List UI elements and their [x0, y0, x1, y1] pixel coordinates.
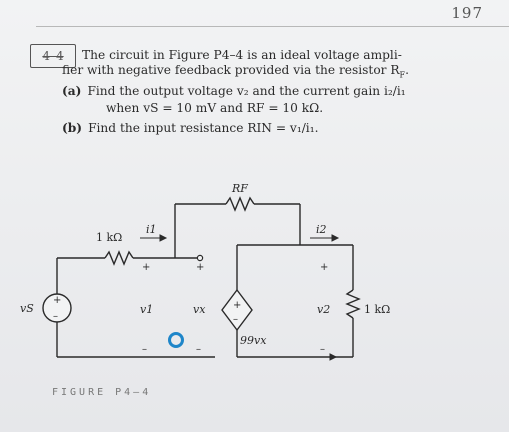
problem-label: 4–4: [42, 49, 64, 63]
vs-minus-sign: –: [53, 311, 58, 322]
header-rule: [36, 26, 509, 27]
vs-label: vS: [20, 302, 34, 315]
page-number: 197: [451, 4, 483, 22]
v2-label: v2: [317, 303, 330, 316]
part-a-line-2: when vS = 10 mV and RF = 10 kΩ.: [106, 101, 324, 115]
dep-minus-sign: –: [233, 314, 238, 325]
rf-label: RF: [231, 182, 248, 195]
i2-label: i2: [316, 223, 327, 236]
i1-label: i1: [146, 223, 157, 236]
part-b-text: Find the input resistance RIN = v₁/i₁.: [88, 121, 319, 135]
blue-ring-marker-icon: [168, 332, 184, 348]
problem-line-1: The circuit in Figure P4–4 is an ideal v…: [82, 48, 402, 62]
terminal-icon: [196, 254, 204, 262]
problem-line-2-text: fier with negative feedback provided via…: [62, 63, 400, 77]
vx-label: vx: [193, 303, 206, 316]
v2-plus-sign: +: [320, 262, 328, 273]
part-a-line-1: (a) Find the output voltage v₂ and the cu…: [62, 84, 406, 99]
circuit-wires: [56, 196, 361, 358]
vx-minus-sign: –: [196, 344, 201, 355]
i1-arrowhead-icon: [159, 234, 168, 242]
problem-label-box: 4–4: [30, 44, 76, 68]
load-resistor-label: 1 kΩ: [364, 303, 390, 316]
problem-line-2-end: .: [405, 63, 409, 77]
v1-minus-sign: –: [142, 344, 147, 355]
v1-plus-sign: +: [142, 262, 150, 273]
dependent-source-icon: [221, 288, 253, 332]
dep-plus-sign: +: [233, 300, 241, 311]
voltage-source-icon: [42, 293, 72, 323]
part-a-tag: (a): [62, 84, 82, 98]
part-a-text-1: Find the output voltage v₂ and the curre…: [87, 84, 406, 98]
r1-label: 1 kΩ: [96, 231, 122, 244]
v2-minus-sign: –: [320, 344, 325, 355]
i2-arrowhead-icon: [331, 234, 340, 242]
problem-line-2-sub: F: [399, 70, 406, 80]
figure-caption: FIGURE P4–4: [52, 387, 152, 398]
dependent-source-label: 99vx: [240, 334, 267, 347]
vs-plus-sign: +: [53, 295, 61, 306]
part-b-tag: (b): [62, 121, 83, 135]
return-arrowhead-icon: [329, 353, 338, 361]
problem-line-2: fier with negative feedback provided via…: [62, 63, 409, 82]
vx-plus-sign: +: [196, 262, 204, 273]
v1-label: v1: [140, 303, 153, 316]
part-b-line: (b) Find the input resistance RIN = v₁/i₁…: [62, 121, 318, 136]
